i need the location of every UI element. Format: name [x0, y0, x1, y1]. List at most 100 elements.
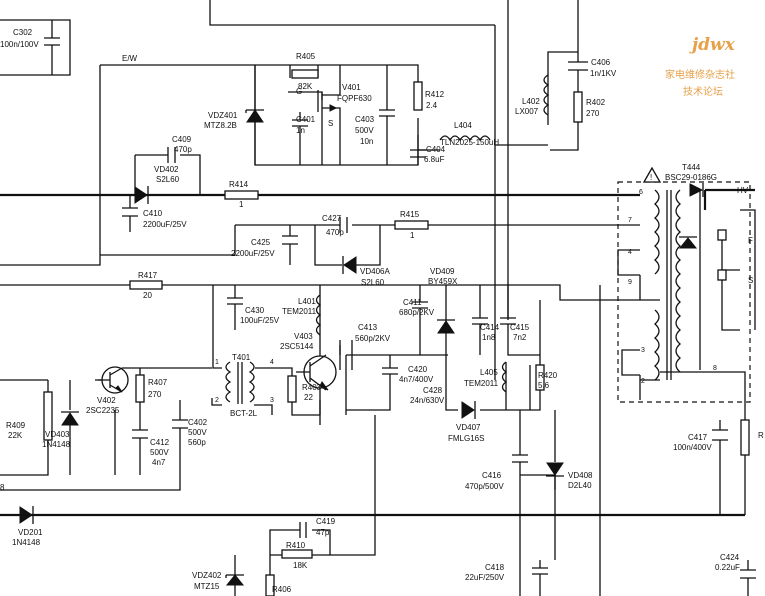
l402-value: LX007: [515, 107, 539, 116]
c424-capacitor: [740, 569, 756, 579]
c412-capacitor: [132, 429, 148, 439]
t401-core: [237, 362, 243, 404]
c401-value: 1n: [296, 126, 305, 135]
t444-pin-4: 4: [628, 249, 632, 256]
c420-capacitor: [382, 367, 398, 375]
t444-pin-7: 7: [628, 217, 632, 224]
r402-resistor: [573, 91, 583, 123]
l405-ref: L405: [480, 368, 498, 377]
c416-capacitor: [512, 454, 528, 463]
c415-ref: C415: [510, 323, 530, 332]
svg-text:!: !: [650, 173, 652, 182]
t444-pin-8: 8: [713, 365, 717, 372]
c403-value2: 10n: [360, 137, 373, 146]
t401-primary: [225, 361, 232, 403]
vd406a-value: S2L60: [361, 278, 385, 287]
c425-capacitor: [282, 235, 298, 245]
c410-ref: C410: [143, 209, 163, 218]
t444-diode-f: [678, 236, 698, 249]
vd402-value: S2L60: [156, 175, 180, 184]
t444-resistor-1: [717, 269, 727, 281]
r402-value: 270: [586, 109, 600, 118]
t401-secondary: [248, 361, 255, 403]
vd408-value: D2L40: [568, 481, 592, 490]
t444-resistor-2: [717, 229, 727, 241]
r407-ref: R407: [148, 378, 168, 387]
vd403-diode: [61, 411, 79, 426]
r417-ref: R417: [138, 271, 158, 280]
c418-ref: C418: [485, 563, 505, 572]
t444-ref: T444: [682, 163, 701, 172]
c430-ref: C430: [245, 306, 265, 315]
r410-value: 18K: [293, 561, 308, 570]
watermark-line1: 家电维修杂志社: [665, 68, 735, 81]
warning-icon: !: [642, 166, 662, 183]
c402-capacitor: [172, 419, 188, 429]
c420-ref: C420: [408, 365, 428, 374]
c427-ref: C427: [322, 214, 342, 223]
c419-capacitor: [299, 522, 307, 538]
r412-resistor: [413, 81, 423, 111]
c404-value: 6.8uF: [424, 155, 445, 164]
vd407-value: FMLG16S: [448, 434, 484, 443]
c302-ref: C302: [13, 28, 33, 37]
c417-value: 100n/400V: [673, 443, 712, 452]
vd201-diode: [19, 506, 34, 524]
c414-capacitor: [472, 317, 488, 325]
c302-value: 100n/100V: [0, 40, 39, 49]
v403-transistor: [296, 354, 337, 391]
t444-pin-9: 9: [628, 279, 632, 286]
c403-ref: C403: [355, 115, 375, 124]
r406-resistor: [265, 574, 275, 596]
c302-capacitor: [44, 37, 60, 46]
t444-primary-lower: [654, 309, 660, 381]
r417-value: 20: [143, 291, 152, 300]
vdz401-zener: [245, 109, 264, 123]
c402-value2: 560p: [188, 438, 206, 447]
c412-ref: C412: [150, 438, 170, 447]
l401-ref: L401: [298, 297, 316, 306]
t401-pin-1: 1: [215, 359, 219, 366]
vd406a-ref: VD406A: [360, 267, 390, 276]
c406-capacitor: [568, 61, 588, 71]
r420-value: 5.6: [538, 381, 550, 390]
r405-ref: R405: [296, 52, 316, 61]
c401-capacitor: [292, 119, 308, 127]
c424-ref: C424: [720, 553, 740, 562]
c403-value: 500V: [355, 126, 374, 135]
c406-ref: C406: [591, 58, 611, 67]
c414-ref: C414: [480, 323, 500, 332]
c430-capacitor: [227, 297, 243, 305]
l402-inductor: [543, 74, 550, 116]
r402-ref: R402: [586, 98, 606, 107]
c404-ref: C404: [426, 145, 446, 154]
vd409-diode: [437, 319, 455, 334]
c406-value: 1n/1KV: [590, 69, 617, 78]
c425-value: 2200uF/25V: [231, 249, 275, 258]
r407-resistor: [135, 374, 145, 403]
v401-ref: V401: [342, 83, 361, 92]
c427-capacitor: [339, 217, 348, 233]
v403-value: 2SC5144: [280, 342, 314, 351]
t401-pin-4: 4: [270, 359, 274, 366]
vd409-value: BY459X: [428, 277, 458, 286]
c417-capacitor: [712, 429, 728, 441]
t444-value: BSC29-0186G: [665, 173, 717, 182]
t444-diode-hv: [689, 183, 704, 197]
net-g: G: [296, 87, 302, 96]
r412-ref: R412: [425, 90, 445, 99]
l401-value: TEM2011: [282, 307, 317, 316]
c401-ref: C401: [296, 115, 316, 124]
c404-capacitor: [410, 149, 426, 158]
r406-ref: R406: [272, 585, 292, 594]
c402-value: 500V: [188, 428, 207, 437]
l405-inductor: [501, 361, 508, 393]
r403-ref: R403: [302, 383, 322, 392]
c413-capacitor: [339, 340, 353, 370]
c409-ref: C409: [172, 135, 192, 144]
r410-resistor: [281, 549, 313, 559]
l404-value: TLN2025-150uH: [440, 138, 499, 147]
r414-ref: R414: [229, 180, 249, 189]
vd406a-diode: [342, 256, 357, 274]
